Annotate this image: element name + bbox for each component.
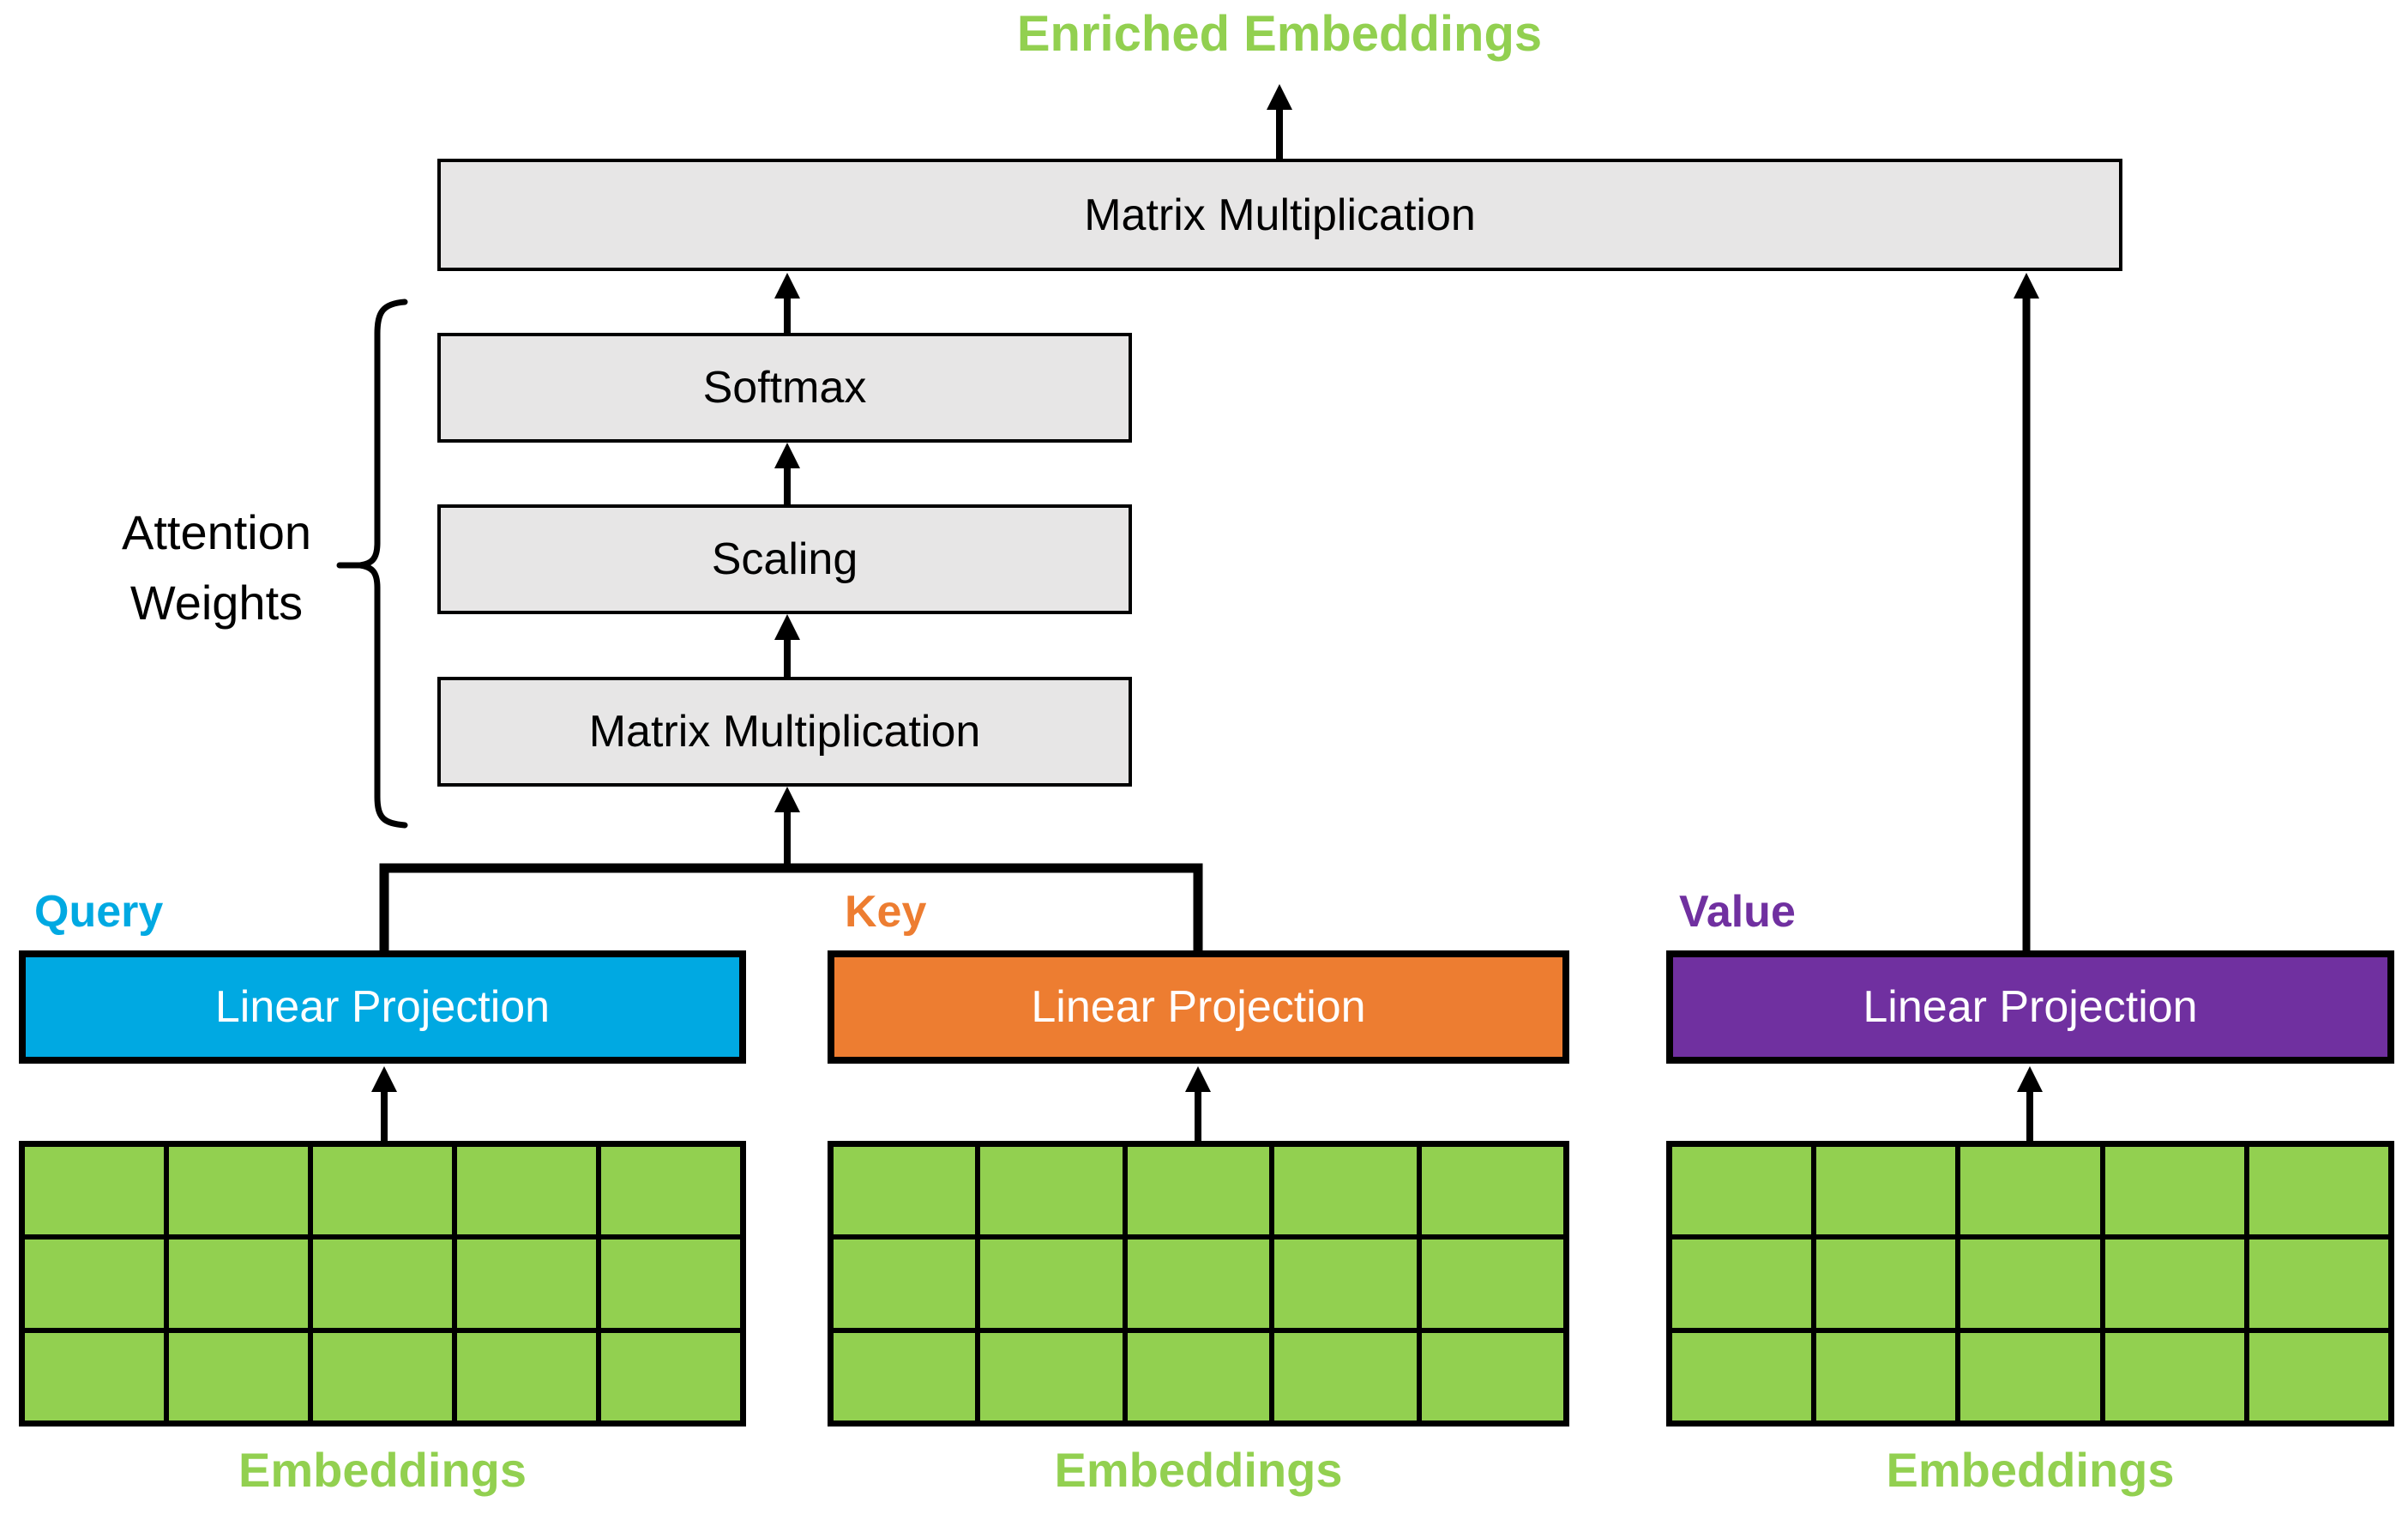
value-linear-projection-box: Linear Projection — [1666, 950, 2394, 1064]
embedding-cell — [2104, 1332, 2244, 1421]
embedding-cell — [980, 1332, 1123, 1421]
embeddings-label-key: Embeddings — [1054, 1443, 1343, 1497]
embedding-cell — [1960, 1147, 2100, 1235]
embedding-cell — [1672, 1332, 1812, 1421]
embedding-cell — [1960, 1332, 2100, 1421]
embedding-cell — [980, 1147, 1123, 1235]
arrow-grid-to-query — [371, 1066, 397, 1141]
value-label: Value — [1679, 887, 1796, 937]
embedding-cell — [25, 1147, 164, 1235]
key-label: Key — [845, 887, 927, 937]
embedding-cell — [25, 1240, 164, 1328]
embedding-cell — [1816, 1240, 1956, 1328]
arrow-output-to-title — [1267, 84, 1292, 159]
embedding-cell — [313, 1332, 452, 1421]
attention-weights-brace — [336, 299, 408, 829]
embedding-cell — [2248, 1240, 2388, 1328]
attention-weights-label: Attention Weights — [121, 505, 312, 630]
embedding-cell — [169, 1240, 308, 1328]
embedding-cell — [1127, 1332, 1270, 1421]
embedding-cell — [1274, 1147, 1417, 1235]
embedding-cell — [1421, 1240, 1563, 1328]
arrow-softmax-to-output — [774, 273, 800, 333]
embedding-cell — [1672, 1147, 1812, 1235]
embeddings-label-query: Embeddings — [238, 1443, 527, 1497]
matrix-multiplication-box: Matrix Multiplication — [437, 677, 1132, 787]
embedding-cell — [834, 1147, 976, 1235]
box-label: Matrix Multiplication — [588, 707, 981, 757]
embedding-cell — [1274, 1332, 1417, 1421]
embedding-cell — [169, 1332, 308, 1421]
embedding-cell — [2248, 1147, 2388, 1235]
query-embeddings-grid — [19, 1141, 746, 1427]
embedding-cell — [2248, 1332, 2388, 1421]
embedding-cell — [1421, 1147, 1563, 1235]
embeddings-label-value: Embeddings — [1886, 1443, 2175, 1497]
arrow-connector-to-matmul — [774, 787, 800, 868]
arrow-grid-to-key — [1185, 1066, 1211, 1141]
box-label: Linear Projection — [1031, 982, 1366, 1032]
enriched-embeddings-label: Enriched Embeddings — [1016, 6, 1543, 62]
embedding-cell — [1960, 1240, 2100, 1328]
box-label: Linear Projection — [1863, 982, 2198, 1032]
output-matrix-multiplication-box: Matrix Multiplication — [437, 159, 2122, 271]
embedding-cell — [1816, 1332, 1956, 1421]
box-label: Softmax — [702, 363, 867, 413]
embedding-cell — [1127, 1147, 1270, 1235]
query-linear-projection-box: Linear Projection — [19, 950, 746, 1064]
embedding-cell — [601, 1332, 740, 1421]
embedding-cell — [1672, 1240, 1812, 1328]
arrow-grid-to-value — [2017, 1066, 2043, 1141]
embedding-cell — [457, 1147, 596, 1235]
box-label: Matrix Multiplication — [1084, 190, 1476, 240]
embedding-cell — [457, 1332, 596, 1421]
arrow-matmul-to-scaling — [774, 614, 800, 677]
box-label: Scaling — [711, 534, 858, 584]
embedding-cell — [25, 1332, 164, 1421]
box-label: Linear Projection — [214, 982, 551, 1032]
embedding-cell — [313, 1147, 452, 1235]
embedding-cell — [457, 1240, 596, 1328]
arrow-value-to-output — [2014, 273, 2039, 950]
embedding-cell — [1274, 1240, 1417, 1328]
query-label: Query — [34, 887, 164, 937]
embedding-cell — [1816, 1147, 1956, 1235]
query-key-connector — [379, 863, 1203, 952]
arrow-scaling-to-softmax — [774, 443, 800, 504]
embedding-cell — [313, 1240, 452, 1328]
value-embeddings-grid — [1666, 1141, 2394, 1427]
embedding-cell — [1127, 1240, 1270, 1328]
scaling-box: Scaling — [437, 504, 1132, 614]
embedding-cell — [601, 1147, 740, 1235]
embedding-cell — [834, 1332, 976, 1421]
embedding-cell — [980, 1240, 1123, 1328]
embedding-cell — [2104, 1147, 2244, 1235]
embedding-cell — [169, 1147, 308, 1235]
softmax-box: Softmax — [437, 333, 1132, 443]
embedding-cell — [601, 1240, 740, 1328]
key-linear-projection-box: Linear Projection — [828, 950, 1569, 1064]
key-embeddings-grid — [828, 1141, 1569, 1427]
embedding-cell — [1421, 1332, 1563, 1421]
embedding-cell — [834, 1240, 976, 1328]
embedding-cell — [2104, 1240, 2244, 1328]
